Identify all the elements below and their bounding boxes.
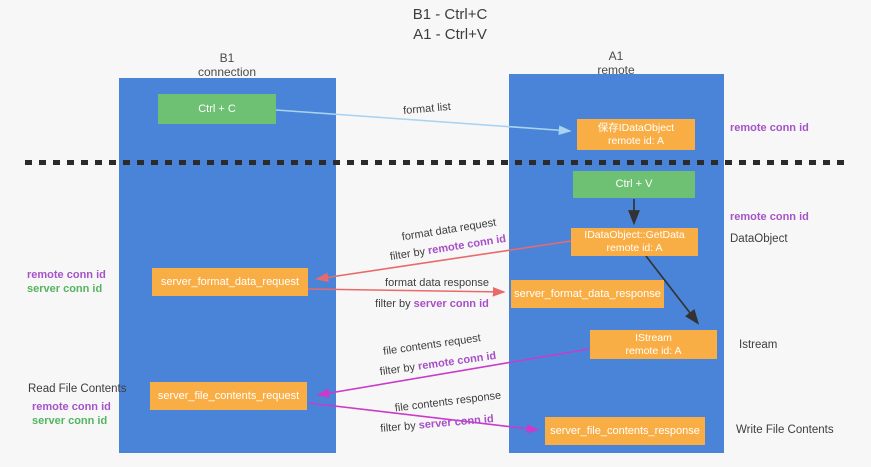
node-getdata-line1: IDataObject::GetData <box>584 229 685 241</box>
lane-a1-name: A1 <box>608 49 624 63</box>
node-save-idataobject-line1: 保存IDataObject <box>597 121 675 134</box>
filter-value-server: server conn id <box>413 298 489 310</box>
filter-value-remote: remote conn id <box>417 349 497 373</box>
annotation-server-conn-id-left-top: server conn id <box>27 283 103 295</box>
diagram-title: B1 - Ctrl+C A1 - Ctrl+V <box>413 5 488 45</box>
title-line-1: B1 - Ctrl+C <box>412 6 488 23</box>
node-server-format-data-response-label: server_format_data_response <box>514 287 661 300</box>
node-save-idataobject: 保存IDataObject remote id: A <box>577 119 695 150</box>
node-ctrl-c: Ctrl + C <box>158 94 276 124</box>
label-format-data-response: format data response <box>385 277 489 289</box>
filter-prefix: filter by <box>379 361 416 379</box>
node-ctrl-v-label: Ctrl + V <box>615 178 653 190</box>
annotation-server-conn-id-left-bottom: server conn id <box>32 415 108 427</box>
node-istream-line2: remote id: A <box>625 344 682 357</box>
annotation-dataobject: DataObject <box>730 233 788 245</box>
node-server-file-contents-response: server_file_contents_response <box>545 417 705 445</box>
node-server-format-data-request: server_format_data_request <box>152 268 308 296</box>
dashed-separator <box>25 160 848 165</box>
arrow-format-data-response <box>307 287 506 297</box>
annotation-remote-conn-id-mid-right: remote conn id <box>730 211 809 223</box>
label-format-list: format list <box>402 100 452 118</box>
lane-header-b1: B1 connection <box>198 51 256 79</box>
filter-prefix: filter by <box>379 419 417 435</box>
filter-prefix: filter by <box>389 245 427 264</box>
annotation-read-file-contents: Read File Contents <box>28 383 127 395</box>
node-save-idataobject-line2: remote id: A <box>607 134 665 147</box>
node-server-file-contents-request-label: server_file_contents_request <box>157 389 300 402</box>
node-ctrl-c-label: Ctrl + C <box>198 102 236 115</box>
node-server-file-contents-response-label: server_file_contents_response <box>550 424 700 437</box>
label-filter-server-1: filter by server conn id <box>375 298 489 310</box>
node-getdata-line2: remote id: A <box>606 242 663 254</box>
annotation-remote-conn-id-top-right: remote conn id <box>730 122 809 134</box>
annotation-remote-conn-id-left-top: remote conn id <box>27 269 106 281</box>
node-istream: IStream remote id: A <box>590 330 717 359</box>
node-server-format-data-response: server_format_data_response <box>511 280 664 308</box>
node-server-format-data-request-label: server_format_data_request <box>160 275 300 288</box>
filter-prefix: filter by <box>375 298 411 310</box>
filter-value-server: server conn id <box>418 413 495 432</box>
annotation-write-file-contents: Write File Contents <box>736 424 834 436</box>
lane-b1-name: B1 <box>219 51 235 65</box>
lane-b1-subtitle: connection <box>197 65 257 79</box>
lane-a1-subtitle: remote <box>597 63 635 77</box>
label-filter-server-2: filter by server conn id <box>380 413 494 435</box>
lane-header-a1: A1 remote <box>597 49 634 77</box>
node-server-file-contents-request: server_file_contents_request <box>150 382 307 410</box>
node-istream-line1: IStream <box>635 331 672 344</box>
label-file-contents-response: file contents response <box>394 389 502 415</box>
node-ctrl-v: Ctrl + V <box>573 171 695 198</box>
title-line-2: A1 - Ctrl+V <box>413 26 487 43</box>
annotation-remote-conn-id-left-bottom: remote conn id <box>32 401 111 413</box>
annotation-istream: Istream <box>739 339 778 351</box>
node-idataobject-getdata: IDataObject::GetData remote id: A <box>571 228 698 256</box>
